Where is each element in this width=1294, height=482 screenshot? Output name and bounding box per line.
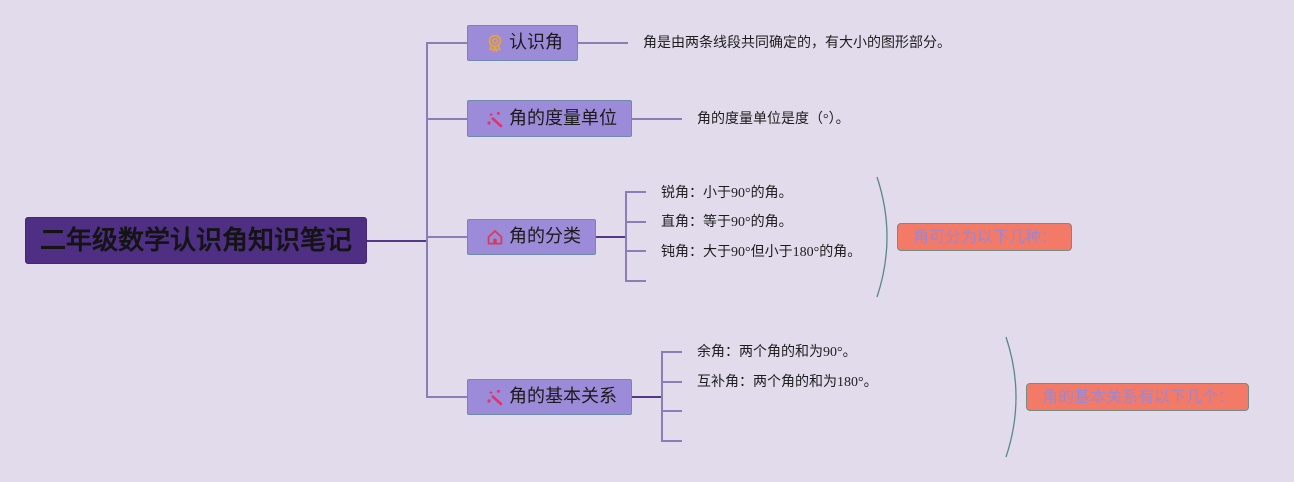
summary-bracket-classification	[876, 176, 888, 298]
subtopic-empty[interactable]	[697, 432, 717, 452]
summary-label: 角可分为以下几种：	[913, 227, 1058, 246]
topic-angle-classification[interactable]: 角的分类	[467, 219, 596, 255]
subtopic-supplementary-angle[interactable]: 互补角：两个角的和为180°。	[697, 375, 878, 390]
topic-label: 角的度量单位	[509, 107, 617, 129]
central-topic-label: 二年级数学认识角知识笔记	[39, 225, 352, 256]
summary-angle-relations[interactable]: 角的基本关系有以下几个：	[1026, 383, 1249, 411]
subtopic-angle-unit[interactable]: 角的度量单位是度（°）。	[697, 112, 850, 127]
topic-angle-unit[interactable]: 角的度量单位	[467, 100, 632, 137]
central-topic[interactable]: 二年级数学认识角知识笔记	[25, 217, 367, 264]
home-icon	[486, 228, 504, 246]
subtopic-right-angle[interactable]: 直角：等于90°的角。	[661, 215, 793, 230]
magic-wand-icon	[486, 388, 504, 406]
subtopic-obtuse-angle[interactable]: 钝角：大于90°但小于180°的角。	[661, 245, 862, 260]
magic-wand-icon	[486, 110, 504, 128]
topic-label: 角的分类	[509, 226, 581, 247]
subtopic-angle-definition[interactable]: 角是由两条线段共同确定的，有大小的图形部分。	[643, 36, 951, 51]
summary-angle-classification[interactable]: 角可分为以下几种：	[897, 223, 1072, 251]
summary-bracket-relations	[1005, 336, 1017, 458]
subtopic-complementary-angle[interactable]: 余角：两个角的和为90°。	[697, 345, 857, 360]
topic-label: 角的基本关系	[509, 386, 617, 407]
topic-angle-relations[interactable]: 角的基本关系	[467, 379, 632, 415]
summary-label: 角的基本关系有以下几个：	[1042, 387, 1235, 406]
topic-recognize-angle[interactable]: 认识角	[467, 25, 578, 61]
award-icon	[486, 34, 504, 52]
subtopic-empty[interactable]	[661, 272, 681, 292]
subtopic-empty[interactable]	[697, 402, 717, 422]
topic-label: 认识角	[509, 32, 563, 53]
subtopic-acute-angle[interactable]: 锐角：小于90°的角。	[661, 186, 793, 201]
